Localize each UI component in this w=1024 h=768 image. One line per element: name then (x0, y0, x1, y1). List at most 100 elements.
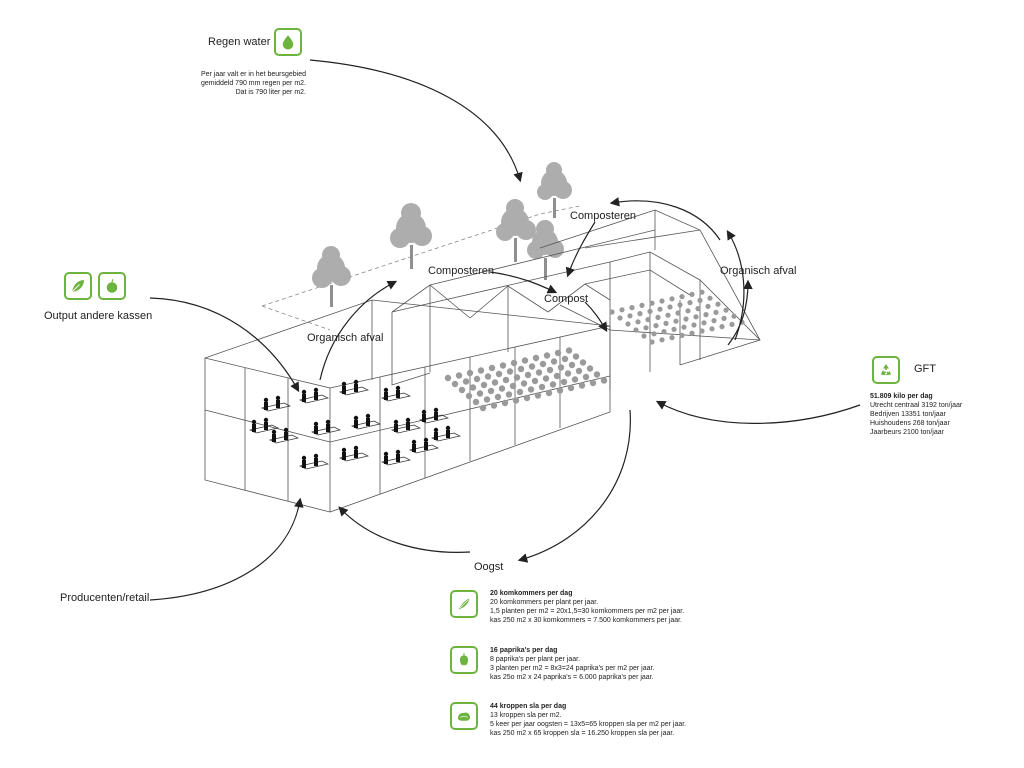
plant (557, 364, 565, 371)
tree (312, 246, 351, 307)
gft-headline: 51.809 kilo per dag (870, 393, 933, 400)
plant (539, 360, 547, 368)
plant (593, 371, 601, 378)
person-body (342, 386, 346, 394)
plant (713, 309, 719, 315)
plant (521, 357, 529, 364)
leaf-icon (64, 272, 92, 300)
plant (462, 378, 470, 385)
plant (572, 353, 580, 360)
harvest-lettuce: 44 kroppen sla per dag 13 kroppen sla pe… (490, 702, 686, 738)
organisch-right-arrow-bottom (727, 279, 753, 346)
plant (495, 370, 503, 378)
plant (651, 331, 657, 337)
plant (582, 373, 590, 381)
plant (469, 384, 477, 391)
person-body (272, 434, 276, 442)
plant (693, 314, 699, 320)
plant (641, 333, 647, 339)
plant (510, 359, 518, 367)
plant (543, 352, 551, 359)
plant (523, 394, 531, 402)
rain-line: Per jaar valt er in het beursgebied (200, 71, 306, 78)
plant (627, 313, 633, 319)
person-body (446, 430, 450, 438)
person-head (301, 455, 307, 461)
plant (491, 379, 499, 386)
plant (653, 323, 659, 329)
recycle-icon (872, 356, 900, 384)
plant (455, 372, 463, 379)
person-head (251, 419, 257, 425)
plant (506, 368, 514, 375)
person-body (342, 452, 346, 460)
person-body (284, 432, 288, 440)
plant (661, 329, 667, 335)
organisch-left-label: Organisch afval (307, 332, 384, 344)
plant (501, 399, 509, 407)
person-body (394, 424, 398, 432)
person-head (353, 415, 359, 421)
plant (729, 321, 735, 327)
plant (697, 297, 703, 303)
plant (639, 302, 645, 308)
plant (545, 389, 553, 397)
person-head (313, 387, 319, 393)
person-body (422, 414, 426, 422)
plant (575, 367, 583, 375)
harvest-cucumber: 20 komkommers per dag 20 komkommers per … (490, 589, 684, 625)
oogst-label: Oogst (474, 561, 504, 573)
compost-arrow (584, 301, 608, 333)
gft-title: GFT (914, 363, 936, 375)
plant (675, 310, 681, 316)
plant (538, 383, 546, 391)
plant (659, 298, 665, 304)
gft-details: 51.809 kilo per dag Utrecht centraal 319… (870, 392, 962, 437)
water-drop-icon (274, 28, 302, 56)
greenhouse-frame (204, 209, 761, 513)
plant (553, 372, 561, 380)
plant (609, 309, 615, 315)
plant (619, 307, 625, 313)
person-head (313, 421, 319, 427)
harvest-line: 3 planten per m2 = 8x3=24 paprika's per … (490, 665, 655, 672)
person-head (341, 447, 347, 453)
person-head (301, 389, 307, 395)
gft-line: Jaarbeurs 2100 ton/jaar (870, 429, 944, 436)
plant (673, 318, 679, 324)
rain-description: Per jaar valt er in het beursgebied gemi… (160, 70, 306, 97)
person-body (412, 444, 416, 452)
crop-field-back (609, 289, 745, 345)
compost-label: Compost (544, 293, 589, 305)
plant (709, 326, 715, 332)
person-head (263, 397, 269, 403)
plant (550, 358, 558, 365)
producenten-label: Producenten/retail (60, 592, 150, 604)
person-body (264, 402, 268, 410)
harvest-line: 8 paprika's per plant per jaar. (490, 656, 581, 663)
plant (542, 375, 550, 382)
plant (681, 324, 687, 330)
plant (719, 324, 725, 330)
harvest-title: 16 paprika's per dag (490, 647, 558, 654)
plant (568, 361, 576, 369)
plant (699, 328, 705, 334)
person-body (354, 450, 358, 458)
plant (679, 294, 685, 300)
oogst-arrow-left (338, 506, 471, 553)
plant (534, 392, 542, 399)
harvest-line: kas 25o m2 x 24 paprika's = 6.000 paprik… (490, 674, 654, 681)
person-head (325, 419, 331, 425)
plant (629, 305, 635, 311)
plant (480, 381, 488, 389)
plant (589, 379, 597, 387)
output-arrow (149, 297, 300, 393)
plant (476, 390, 484, 397)
plant (665, 312, 671, 318)
person-head (445, 425, 451, 431)
plant (499, 362, 507, 369)
plant (488, 364, 496, 372)
plant (701, 320, 707, 326)
person-body (424, 442, 428, 450)
